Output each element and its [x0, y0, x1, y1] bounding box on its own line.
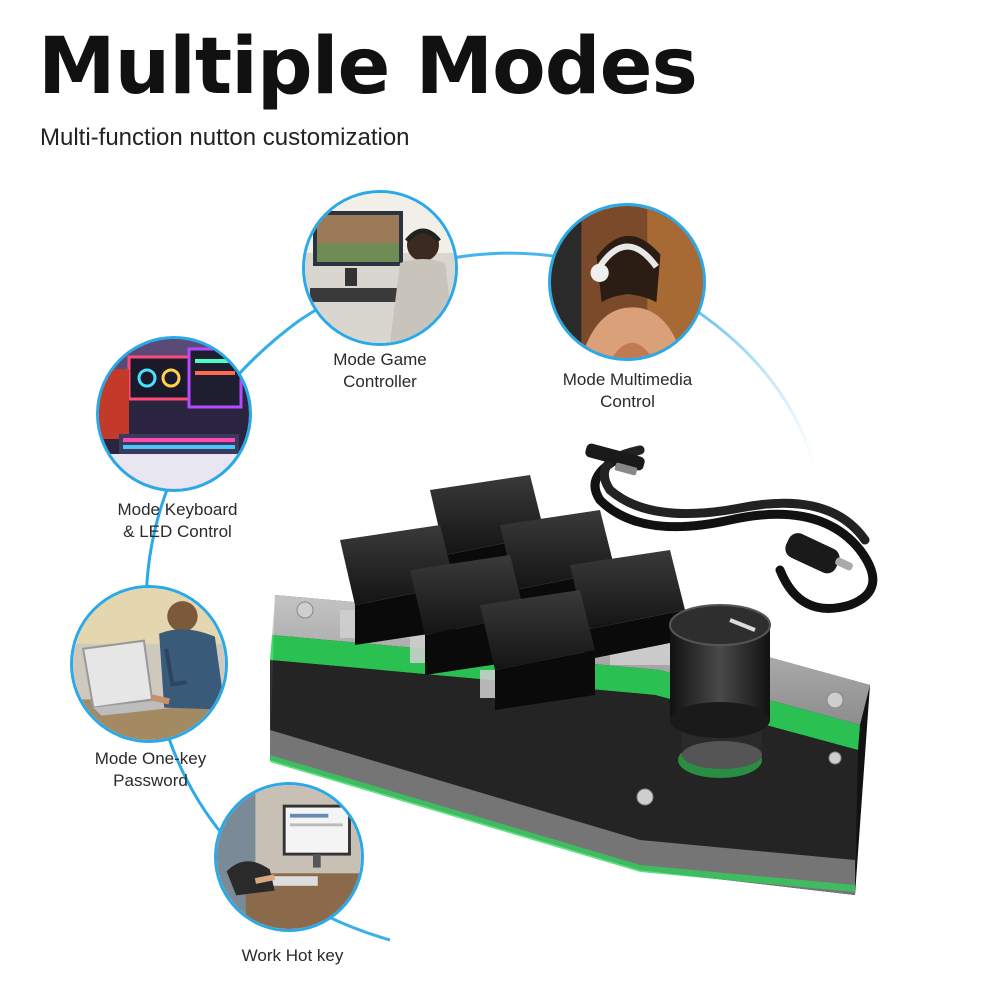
- mode-game-label: Mode Game Controller: [333, 350, 427, 391]
- mode-password-label: Mode One-key Password: [94, 749, 207, 790]
- keycap-row-front: [340, 525, 595, 710]
- macro-keypad-product: [270, 443, 878, 895]
- mode-multimedia-label: Mode Multimedia Control: [562, 370, 693, 411]
- mode-keyboard-led-circle: [96, 336, 252, 492]
- page-subtitle: Multi-function nutton customization: [40, 124, 410, 151]
- mode-game-circle: [302, 190, 458, 346]
- usb-c-cable-icon: [585, 443, 878, 613]
- gamer-icon: [305, 193, 455, 343]
- mode-keyboard-led-label: Mode Keyboard & LED Control: [117, 500, 238, 541]
- page-title: Multiple Modes: [38, 22, 698, 112]
- mode-password-circle: [70, 585, 228, 743]
- volume-knob: [669, 604, 771, 778]
- laptop-icon: [73, 588, 225, 740]
- rgb-pc-icon: [99, 339, 249, 489]
- mode-work-hotkey-label: Work Hot key: [241, 946, 344, 965]
- mode-multimedia-circle: [548, 203, 706, 361]
- headphones-icon: [551, 206, 703, 358]
